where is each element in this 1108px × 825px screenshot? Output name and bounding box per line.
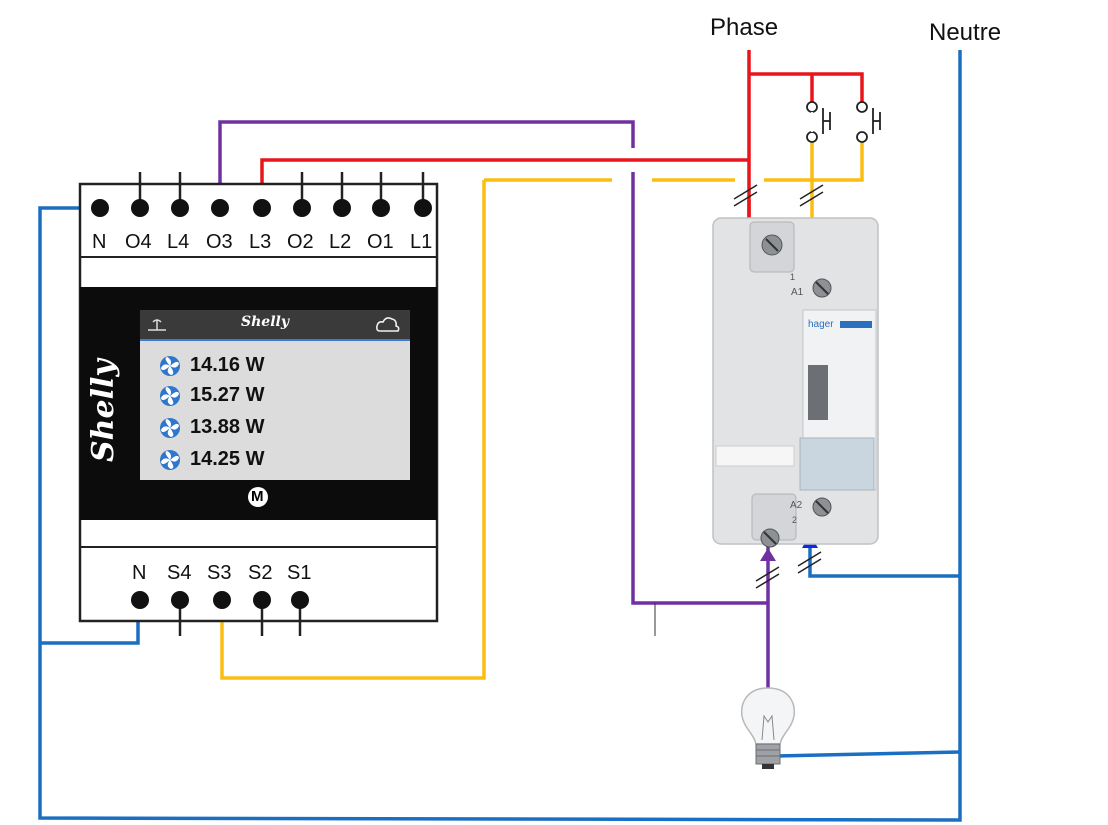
- mode-badge-circle: [248, 487, 268, 507]
- command-to-sensor-s3: [220, 180, 486, 680]
- fan-icons: [160, 356, 180, 470]
- mode-badge: M: [251, 488, 264, 505]
- fan-icon: [160, 450, 180, 470]
- neutral-to-relay-a2: [808, 540, 960, 578]
- terminal-s1: S1: [287, 562, 312, 584]
- terminal-l4: L4: [167, 231, 190, 253]
- terminal-o1: O1: [367, 231, 394, 253]
- output-vertical-run: [631, 172, 768, 605]
- relay-window: [799, 437, 875, 491]
- push-button-icon: [856, 101, 881, 143]
- relay-brand-bar: [840, 321, 872, 328]
- shelly-logo-screen: Shelly: [241, 314, 289, 330]
- terminal-o3: O3: [206, 231, 233, 253]
- hager-relay: [712, 217, 879, 548]
- relay-terminal-2: 2: [792, 515, 798, 525]
- relay-lever: [808, 365, 828, 420]
- neutral-main-line: [38, 50, 962, 822]
- output-wires: [218, 120, 770, 690]
- power-reading-2: 15.27 W: [190, 384, 265, 406]
- wifi-icon: [148, 319, 166, 331]
- phase-to-pushbuttons: [749, 72, 864, 102]
- terminal-n-bottom: N: [132, 562, 147, 584]
- neutral-to-bulb: [775, 750, 961, 758]
- terminal-l3: L3: [249, 231, 272, 253]
- fan-icon: [160, 418, 180, 438]
- push-button-icon: [806, 101, 831, 143]
- phase-label: Phase: [710, 14, 779, 41]
- arrow-output-out: [760, 548, 776, 561]
- lcd-header: [140, 310, 410, 340]
- light-bulb-icon: [740, 687, 796, 769]
- neutre-label: Neutre: [929, 19, 1002, 46]
- terminal-s2: S2: [248, 562, 273, 584]
- terminal-o4: O4: [125, 231, 152, 253]
- relay-terminal-a2: A2: [790, 500, 803, 511]
- top-terminal-screws: [91, 199, 432, 217]
- conductor-marks: [733, 184, 824, 589]
- terminal-l2: L2: [329, 231, 352, 253]
- terminal-s4: S4: [167, 562, 192, 584]
- power-reading-4: 14.25 W: [190, 448, 265, 470]
- relay-label: [715, 445, 795, 467]
- relay-brand: hager: [808, 319, 834, 330]
- terminal-o2: O2: [287, 231, 314, 253]
- relay-terminal-a1: A1: [791, 287, 804, 298]
- cloud-icon: [376, 317, 400, 332]
- power-reading-3: 13.88 W: [190, 416, 265, 438]
- terminal-n-top: N: [92, 231, 107, 253]
- power-reading-1: 14.16 W: [190, 354, 265, 376]
- terminal-s3: S3: [207, 562, 232, 584]
- fan-icon: [160, 386, 180, 406]
- fan-icon: [160, 356, 180, 376]
- bottom-terminal-screws: [131, 591, 309, 609]
- relay-terminal-1: 1: [790, 272, 796, 282]
- output-from-o3: [218, 120, 635, 208]
- pushbutton-2-return: [812, 142, 864, 182]
- terminal-l1: L1: [410, 231, 433, 253]
- shelly-logo-vertical: Shelly: [86, 359, 121, 462]
- shelly-module: [78, 172, 439, 636]
